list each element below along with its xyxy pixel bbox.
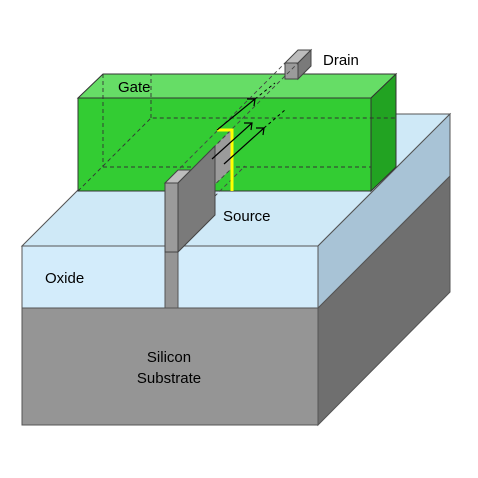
oxide-front-right xyxy=(177,245,319,309)
drain-label: Drain xyxy=(323,52,359,69)
substrate-label-line1: Silicon xyxy=(147,349,191,366)
substrate-front-face xyxy=(21,307,319,426)
oxide-groove xyxy=(164,245,179,309)
gate-hidden-edges xyxy=(77,74,396,192)
oxide-front-left xyxy=(21,245,166,309)
substrate-label-line2: Substrate xyxy=(137,370,201,387)
source-label: Source xyxy=(223,208,271,225)
current-arrow-tails xyxy=(254,82,286,129)
fin-source-front xyxy=(164,182,179,253)
channel-highlight xyxy=(217,128,234,191)
oxide-label: Oxide xyxy=(45,270,84,287)
current-arrows xyxy=(211,98,265,165)
gate-label: Gate xyxy=(118,79,151,96)
fin-drain-front xyxy=(284,62,299,80)
